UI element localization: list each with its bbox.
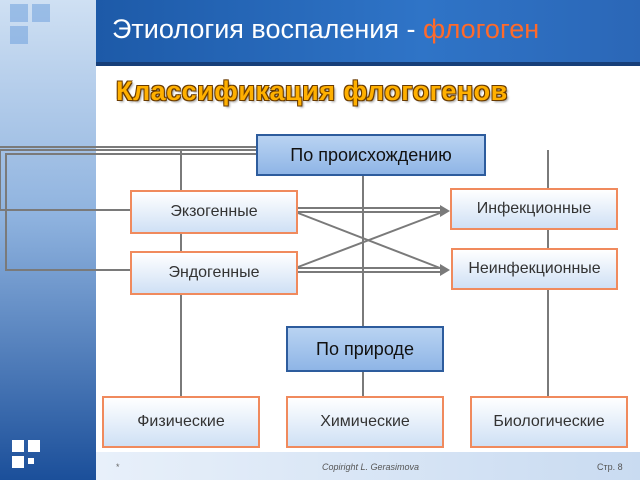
exogenous-box: Экзогенные (130, 190, 298, 234)
footer-copyright: Copiright L. Gerasimova (322, 462, 420, 472)
footer-bar (96, 452, 640, 480)
slide-title-main: Этиология воспаления - (112, 14, 423, 44)
decor-squares (10, 4, 54, 48)
logo-squares-icon (12, 440, 44, 470)
noninfectious-box: Неинфекционные (451, 248, 618, 290)
footer-page-number: Стр. 8 (597, 462, 623, 472)
slide-title: Этиология воспаления - флогоген (112, 14, 539, 45)
physical-box: Физические (102, 396, 260, 448)
slide-title-accent: флогоген (422, 14, 540, 44)
footer-bullet: * (116, 462, 120, 472)
header-strip (96, 62, 640, 66)
biological-box: Биологические (470, 396, 628, 448)
by-nature-box: По природе (286, 326, 444, 372)
chemical-box: Химические (286, 396, 444, 448)
endogenous-box: Эндогенные (130, 251, 298, 295)
left-decor-band (0, 0, 96, 480)
slide-subtitle: Классификация флогогенов (116, 76, 508, 106)
header-bar (96, 0, 640, 62)
infectious-box: Инфекционные (450, 188, 618, 230)
by-origin-box: По происхождению (256, 134, 486, 176)
